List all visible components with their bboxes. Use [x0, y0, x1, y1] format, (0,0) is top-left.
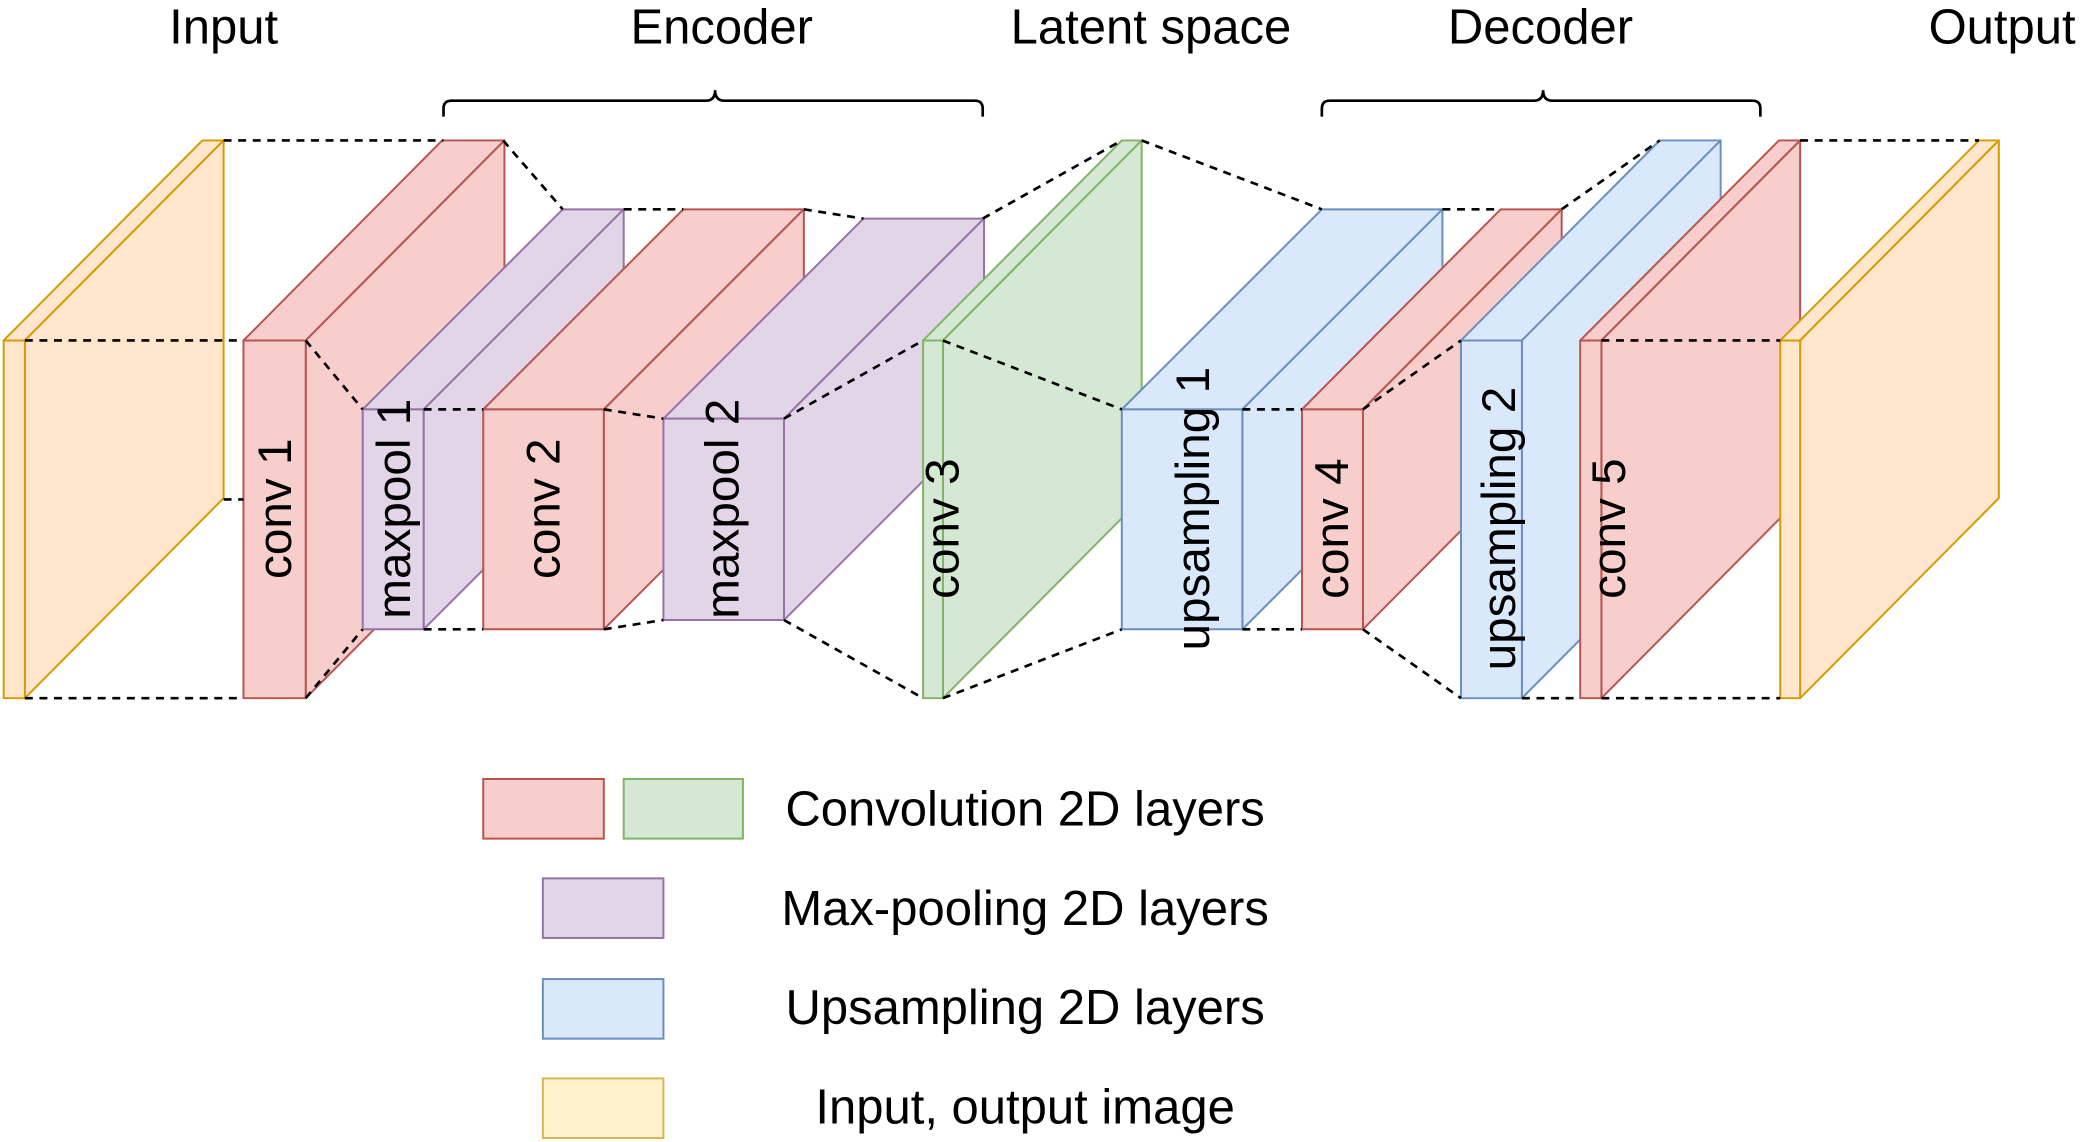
maxpool1-label: maxpool 1 — [368, 399, 421, 619]
output-image-block — [1779, 139, 2000, 700]
latent-space-label: Latent space — [1011, 1, 1292, 55]
decoder-brace — [1320, 90, 1762, 117]
connector-line — [304, 339, 364, 411]
conv3-block — [922, 139, 1143, 700]
legend-maxpool-swatch — [541, 877, 665, 939]
maxpool2-block — [662, 217, 986, 622]
conv1-label: conv 1 — [249, 438, 302, 579]
connector-line — [304, 628, 364, 700]
encoder-brace — [442, 90, 985, 117]
legend-upsampling-swatch — [541, 978, 665, 1040]
conv5-label: conv 5 — [1583, 458, 1636, 599]
encoder-label: Encoder — [630, 1, 813, 55]
maxpool2-label: maxpool 2 — [697, 399, 750, 619]
connector-line — [603, 618, 664, 631]
upsampling1-label: upsampling 1 — [1167, 367, 1220, 651]
connector-line — [942, 339, 1123, 411]
input-image-block — [2, 139, 225, 700]
layer-blocks — [2, 139, 2000, 700]
legend-upsampling-label: Upsampling 2D layers — [785, 981, 1264, 1035]
connector-line — [1362, 628, 1462, 700]
input-label: Input — [169, 1, 278, 55]
legend-maxpooling-label: Max-pooling 2D layers — [781, 882, 1269, 936]
connector-line — [603, 408, 664, 420]
connector-line — [982, 139, 1123, 220]
upsampling2-label: upsampling 2 — [1473, 387, 1526, 671]
connector-line — [502, 139, 564, 211]
decoder-label: Decoder — [1448, 1, 1633, 55]
connector-line — [942, 628, 1123, 700]
connector-line — [783, 339, 924, 420]
connector-line — [783, 618, 924, 700]
conv4-label: conv 4 — [1306, 458, 1359, 599]
legend-io-swatch — [541, 1077, 665, 1140]
legend: Convolution 2D layers Max-pooling 2D lay… — [482, 778, 1269, 1140]
conv5-block — [1579, 139, 1802, 700]
conv2-label: conv 2 — [518, 438, 571, 579]
legend-convolution-label: Convolution 2D layers — [785, 782, 1264, 836]
connector-line — [1560, 139, 1661, 211]
connector-line — [1141, 139, 1323, 211]
output-image-block-front — [1779, 339, 1802, 700]
input-image-block-front — [2, 339, 26, 700]
legend-latent-conv-swatch — [622, 778, 744, 840]
connector-line — [803, 208, 864, 220]
output-label: Output — [1929, 1, 2076, 55]
connector-line — [1362, 339, 1462, 411]
legend-conv-swatch — [482, 778, 605, 840]
conv3-label: conv 3 — [916, 458, 969, 599]
legend-io-label: Input, output image — [815, 1081, 1235, 1135]
dashed-connectors — [24, 139, 1979, 700]
